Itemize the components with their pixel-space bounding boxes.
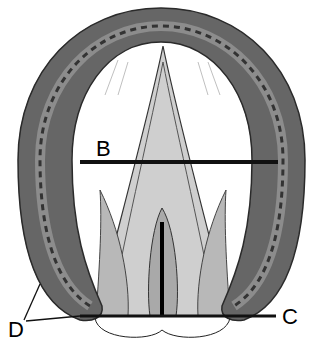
part-letter: B — [96, 138, 111, 160]
leader-line — [24, 284, 40, 320]
part-letter: D — [8, 319, 24, 341]
width-line-b — [80, 160, 278, 164]
central-frog — [149, 208, 178, 316]
shoe-groove-band — [40, 26, 283, 306]
central-sulcus — [160, 222, 164, 316]
bar-left — [96, 190, 128, 316]
part-letter: C — [282, 306, 298, 328]
horseshoe — [18, 8, 305, 320]
frog — [96, 46, 230, 316]
nail-holes — [40, 26, 283, 306]
heel-bulbs — [95, 318, 230, 337]
leader-line — [26, 316, 80, 321]
heel-line-c — [80, 315, 276, 318]
